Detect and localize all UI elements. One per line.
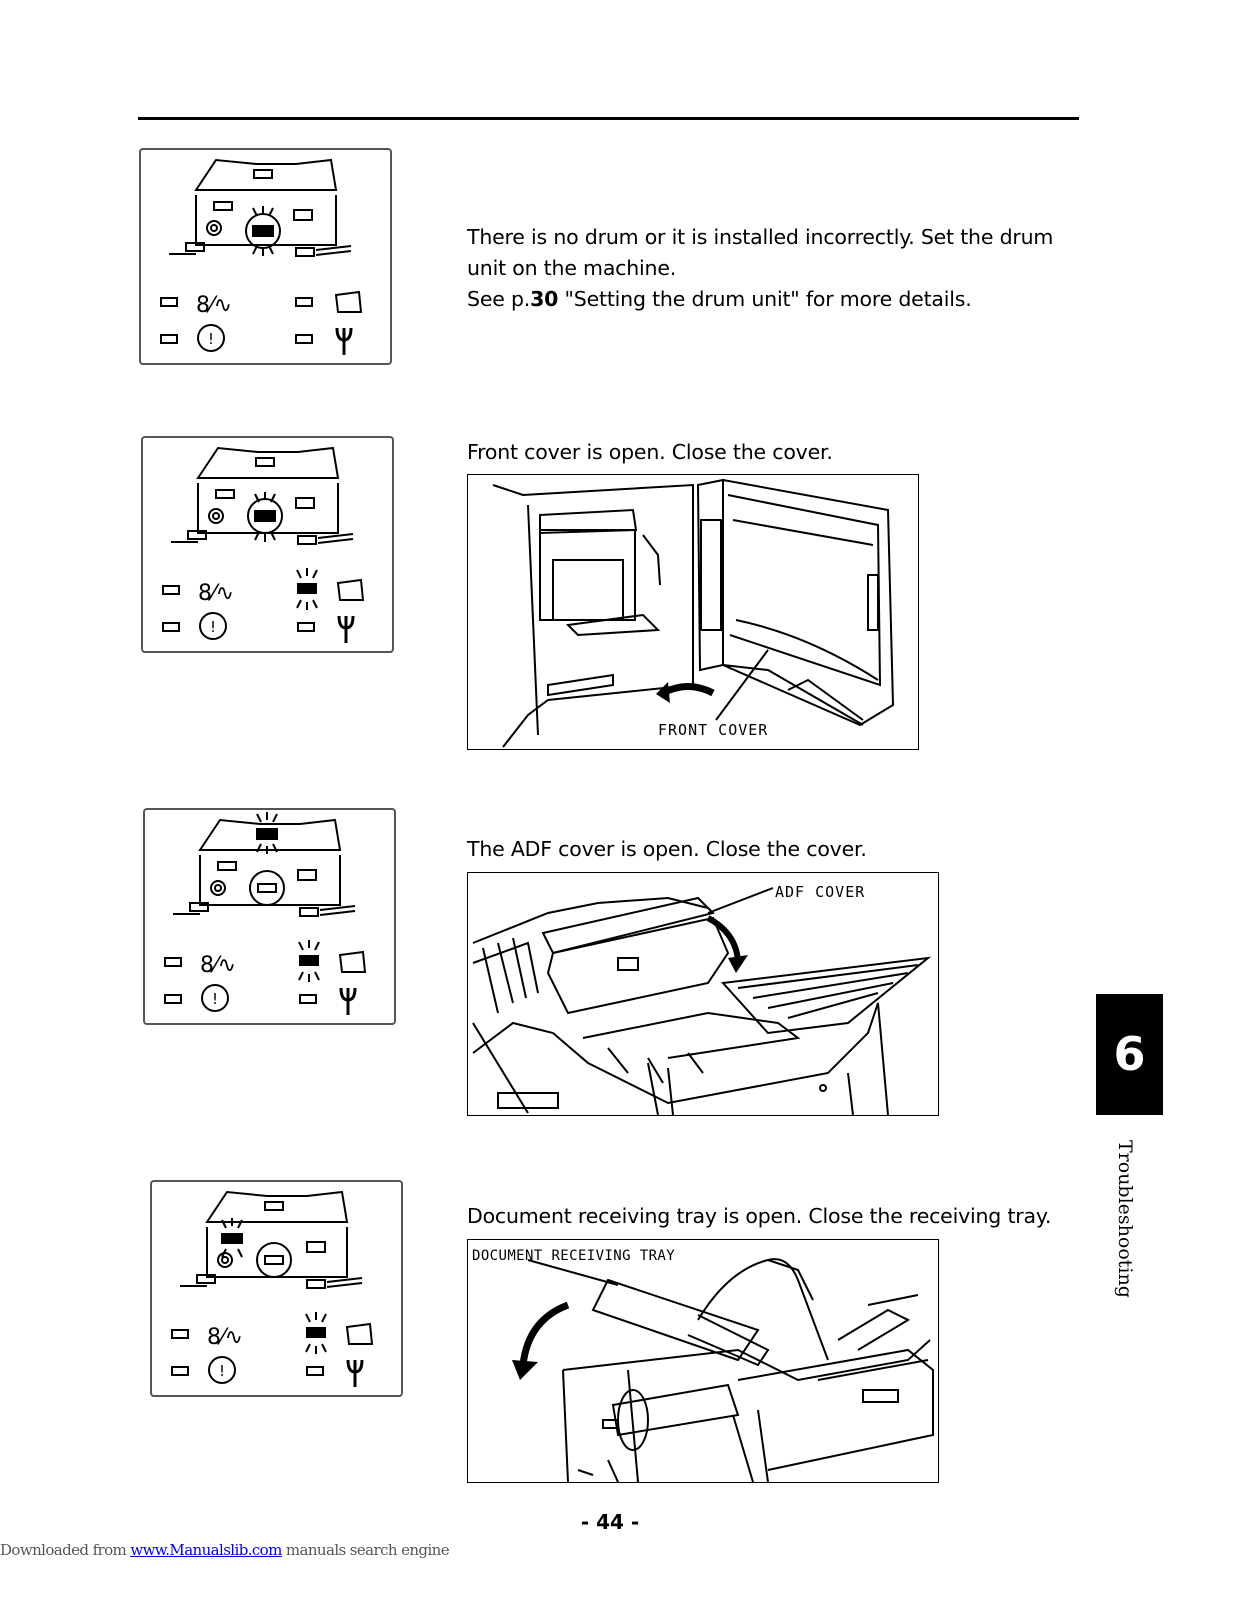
status-panel-front-cover: 8⁄∿ !: [141, 436, 394, 653]
svg-text:!: !: [212, 990, 218, 1008]
illustration-receiving-tray: DOCUMENT RECEIVING TRAY: [467, 1239, 939, 1483]
message-drum-line1: There is no drum or it is installed inco…: [467, 225, 1054, 249]
see-suffix: "Setting the drum unit" for more details…: [558, 287, 972, 311]
svg-text:!: !: [208, 330, 214, 348]
message-receiving-tray: Document receiving tray is open. Close t…: [467, 1204, 1052, 1228]
see-page-link[interactable]: 30: [530, 287, 559, 311]
footer-link[interactable]: www.Manualslib.com: [130, 1541, 282, 1559]
svg-text:!: !: [210, 618, 216, 636]
message-adf-cover: The ADF cover is open. Close the cover.: [467, 837, 867, 861]
status-panel-adf-cover: 8⁄∿ !: [143, 808, 396, 1025]
footer: Downloaded from www.Manualslib.com manua…: [0, 1541, 450, 1559]
illustration-adf-cover: ADF COVER: [467, 872, 939, 1116]
svg-text:!: !: [219, 1362, 225, 1380]
front-cover-label: FRONT COVER: [658, 721, 769, 739]
svg-text:8⁄∿: 8⁄∿: [200, 953, 236, 978]
svg-text:8⁄∿: 8⁄∿: [198, 581, 234, 606]
page-number: - 44 -: [580, 1510, 640, 1534]
footer-suffix: manuals search engine: [281, 1541, 450, 1559]
illustration-front-cover: FRONT COVER: [467, 474, 919, 750]
message-drum: There is no drum or it is installed inco…: [467, 222, 1087, 315]
header-rule: [138, 117, 1079, 120]
chapter-tab-number[interactable]: 6: [1096, 994, 1163, 1115]
see-reference: See p.30 "Setting the drum unit" for mor…: [467, 284, 1087, 315]
see-prefix: See p.: [467, 287, 531, 311]
receiving-tray-label: DOCUMENT RECEIVING TRAY: [472, 1248, 676, 1264]
chapter-tab-label: Troubleshooting: [1114, 1140, 1136, 1298]
adf-cover-label: ADF COVER: [775, 883, 866, 901]
message-front-cover: Front cover is open. Close the cover.: [467, 440, 833, 464]
status-panel-drum: 8⁄∿ !: [139, 148, 392, 365]
status-panel-receiving-tray: 8⁄∿ !: [150, 1180, 403, 1397]
svg-text:8⁄∿: 8⁄∿: [196, 293, 232, 318]
footer-prefix: Downloaded from: [0, 1541, 131, 1559]
message-drum-line2: unit on the machine.: [467, 256, 677, 280]
svg-text:8⁄∿: 8⁄∿: [207, 1325, 243, 1350]
